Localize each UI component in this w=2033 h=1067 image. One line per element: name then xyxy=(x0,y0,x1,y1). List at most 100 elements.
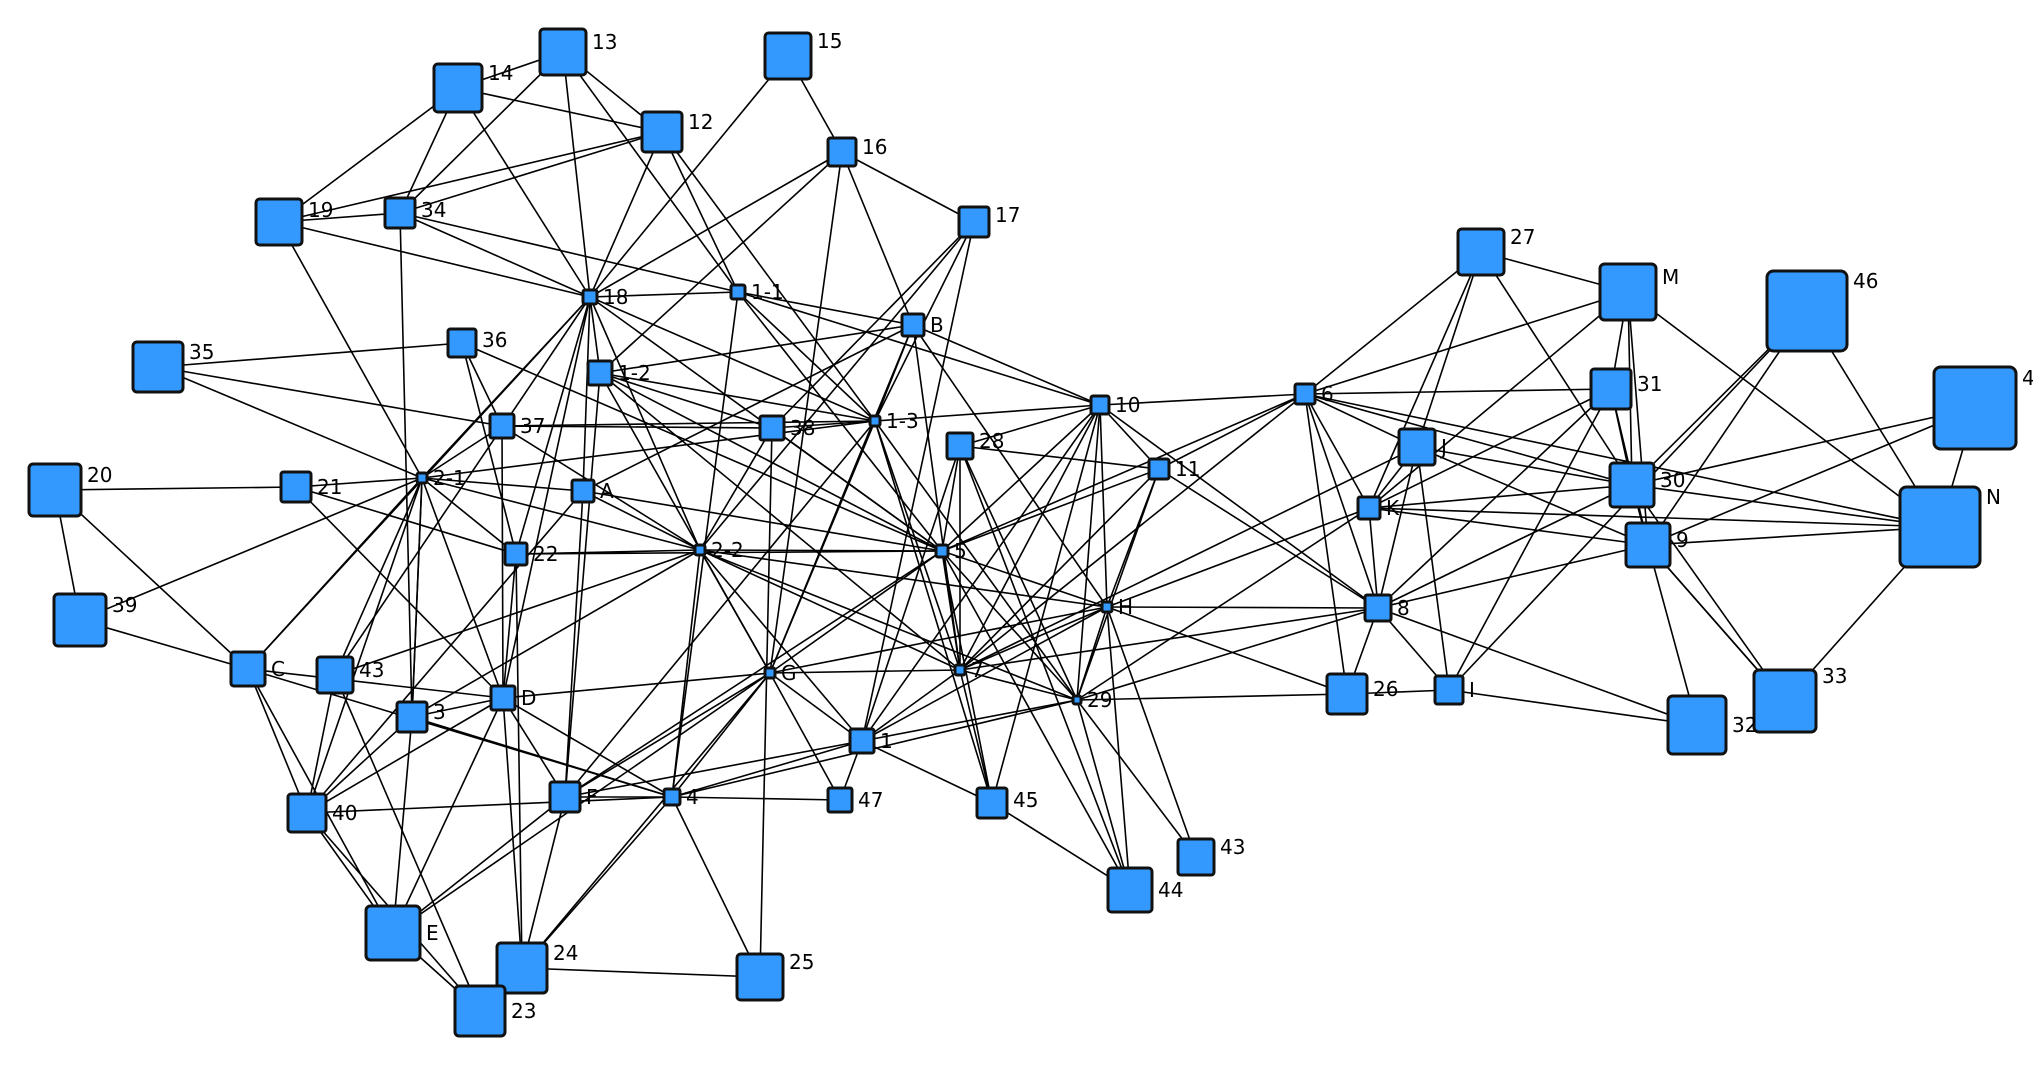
node-K[interactable] xyxy=(1356,495,1382,521)
node-47a[interactable] xyxy=(826,786,854,814)
edge-38-2-2 xyxy=(699,427,773,551)
node-1-3[interactable] xyxy=(868,414,882,428)
node-45[interactable] xyxy=(975,786,1009,820)
edge-2-2-3 xyxy=(411,549,701,718)
node-G[interactable] xyxy=(763,666,777,680)
node-H[interactable] xyxy=(1100,600,1114,614)
edge-11-8 xyxy=(1158,468,1379,609)
node-4[interactable] xyxy=(662,787,682,807)
edge-1-3-45 xyxy=(874,420,993,804)
node-E[interactable] xyxy=(364,904,422,962)
edge-39-C xyxy=(79,619,249,670)
node-24[interactable] xyxy=(495,941,549,995)
node-9[interactable] xyxy=(1624,521,1672,569)
node-label-10: 10 xyxy=(1115,393,1140,417)
edge-F-E xyxy=(392,796,566,934)
node-21[interactable] xyxy=(279,470,313,504)
node-32[interactable] xyxy=(1666,694,1728,756)
node-label-J: J xyxy=(1439,435,1447,459)
node-34[interactable] xyxy=(383,196,417,230)
node-38[interactable] xyxy=(758,414,786,442)
node-27[interactable] xyxy=(1456,227,1506,277)
edge-28-5 xyxy=(941,445,961,552)
edge-17-38 xyxy=(771,221,975,429)
node-17[interactable] xyxy=(957,205,991,239)
edge-31-I xyxy=(1448,388,1612,691)
edge-1-1-10 xyxy=(737,291,1101,406)
node-11[interactable] xyxy=(1147,457,1171,481)
node-label-11: 11 xyxy=(1175,457,1200,481)
node-7[interactable] xyxy=(953,663,967,677)
node-1-1[interactable] xyxy=(729,283,747,301)
node-39[interactable] xyxy=(52,592,108,648)
node-13[interactable] xyxy=(538,27,588,77)
node-B[interactable] xyxy=(900,312,926,338)
edge-1-3-29 xyxy=(874,420,1078,701)
node-2-2[interactable] xyxy=(693,543,707,557)
node-44[interactable] xyxy=(1106,866,1154,914)
node-31[interactable] xyxy=(1589,367,1633,411)
node-29[interactable] xyxy=(1071,694,1083,706)
node-23[interactable] xyxy=(453,984,507,1038)
edge-1-3-G xyxy=(769,420,876,674)
node-6[interactable] xyxy=(1293,382,1317,406)
node-2-1[interactable] xyxy=(415,471,429,485)
node-16[interactable] xyxy=(826,136,858,168)
node-43a[interactable] xyxy=(315,655,355,695)
node-C[interactable] xyxy=(229,650,267,688)
edge-B-1-2 xyxy=(599,324,914,374)
node-F[interactable] xyxy=(548,780,582,814)
node-26[interactable] xyxy=(1325,672,1369,716)
node-5[interactable] xyxy=(934,543,950,559)
node-label-D: D xyxy=(521,686,536,710)
node-label-32: 32 xyxy=(1732,713,1757,737)
node-J[interactable] xyxy=(1397,427,1437,467)
node-20[interactable] xyxy=(27,462,83,518)
edge-K-8 xyxy=(1368,507,1379,609)
node-25[interactable] xyxy=(735,952,785,1002)
edge-8-32 xyxy=(1377,607,1698,726)
edge-34-18 xyxy=(399,212,591,298)
node-14[interactable] xyxy=(432,62,484,114)
edge-29-K xyxy=(1076,507,1370,701)
node-1-2[interactable] xyxy=(586,359,614,387)
edge-A-5 xyxy=(582,490,943,552)
node-label-26: 26 xyxy=(1373,677,1398,701)
node-A[interactable] xyxy=(570,478,596,504)
edge-5-45 xyxy=(941,550,993,804)
edge-1-3-10 xyxy=(874,404,1101,422)
edge-21-22 xyxy=(295,486,517,555)
node-22[interactable] xyxy=(503,541,529,567)
node-18[interactable] xyxy=(581,288,599,306)
node-47b[interactable] xyxy=(1932,365,2018,451)
node-43b[interactable] xyxy=(1176,837,1216,877)
node-12[interactable] xyxy=(640,110,684,154)
edge-D-24 xyxy=(502,697,523,969)
node-label-B: B xyxy=(930,313,944,337)
node-3[interactable] xyxy=(395,700,429,734)
node-35[interactable] xyxy=(131,340,185,394)
node-33[interactable] xyxy=(1752,668,1818,734)
node-28[interactable] xyxy=(945,431,975,461)
node-40[interactable] xyxy=(286,792,328,834)
node-M[interactable] xyxy=(1598,262,1658,322)
edge-16-G xyxy=(769,151,843,674)
node-30[interactable] xyxy=(1608,461,1656,509)
edge-H-44 xyxy=(1106,606,1131,891)
edge-6-M xyxy=(1304,291,1629,395)
node-1[interactable] xyxy=(848,727,876,755)
node-I[interactable] xyxy=(1433,674,1465,706)
edge-A-F xyxy=(564,490,584,798)
node-37[interactable] xyxy=(488,412,516,440)
node-D[interactable] xyxy=(489,684,517,712)
edge-6-27 xyxy=(1304,251,1482,395)
node-8[interactable] xyxy=(1363,593,1393,623)
node-10[interactable] xyxy=(1089,394,1111,416)
node-19[interactable] xyxy=(254,197,304,247)
node-36[interactable] xyxy=(446,327,478,359)
edge-12-34 xyxy=(399,131,663,214)
node-15[interactable] xyxy=(763,31,813,81)
node-N[interactable] xyxy=(1898,485,1982,569)
edge-2-1-22 xyxy=(421,477,517,555)
node-46[interactable] xyxy=(1765,269,1849,353)
